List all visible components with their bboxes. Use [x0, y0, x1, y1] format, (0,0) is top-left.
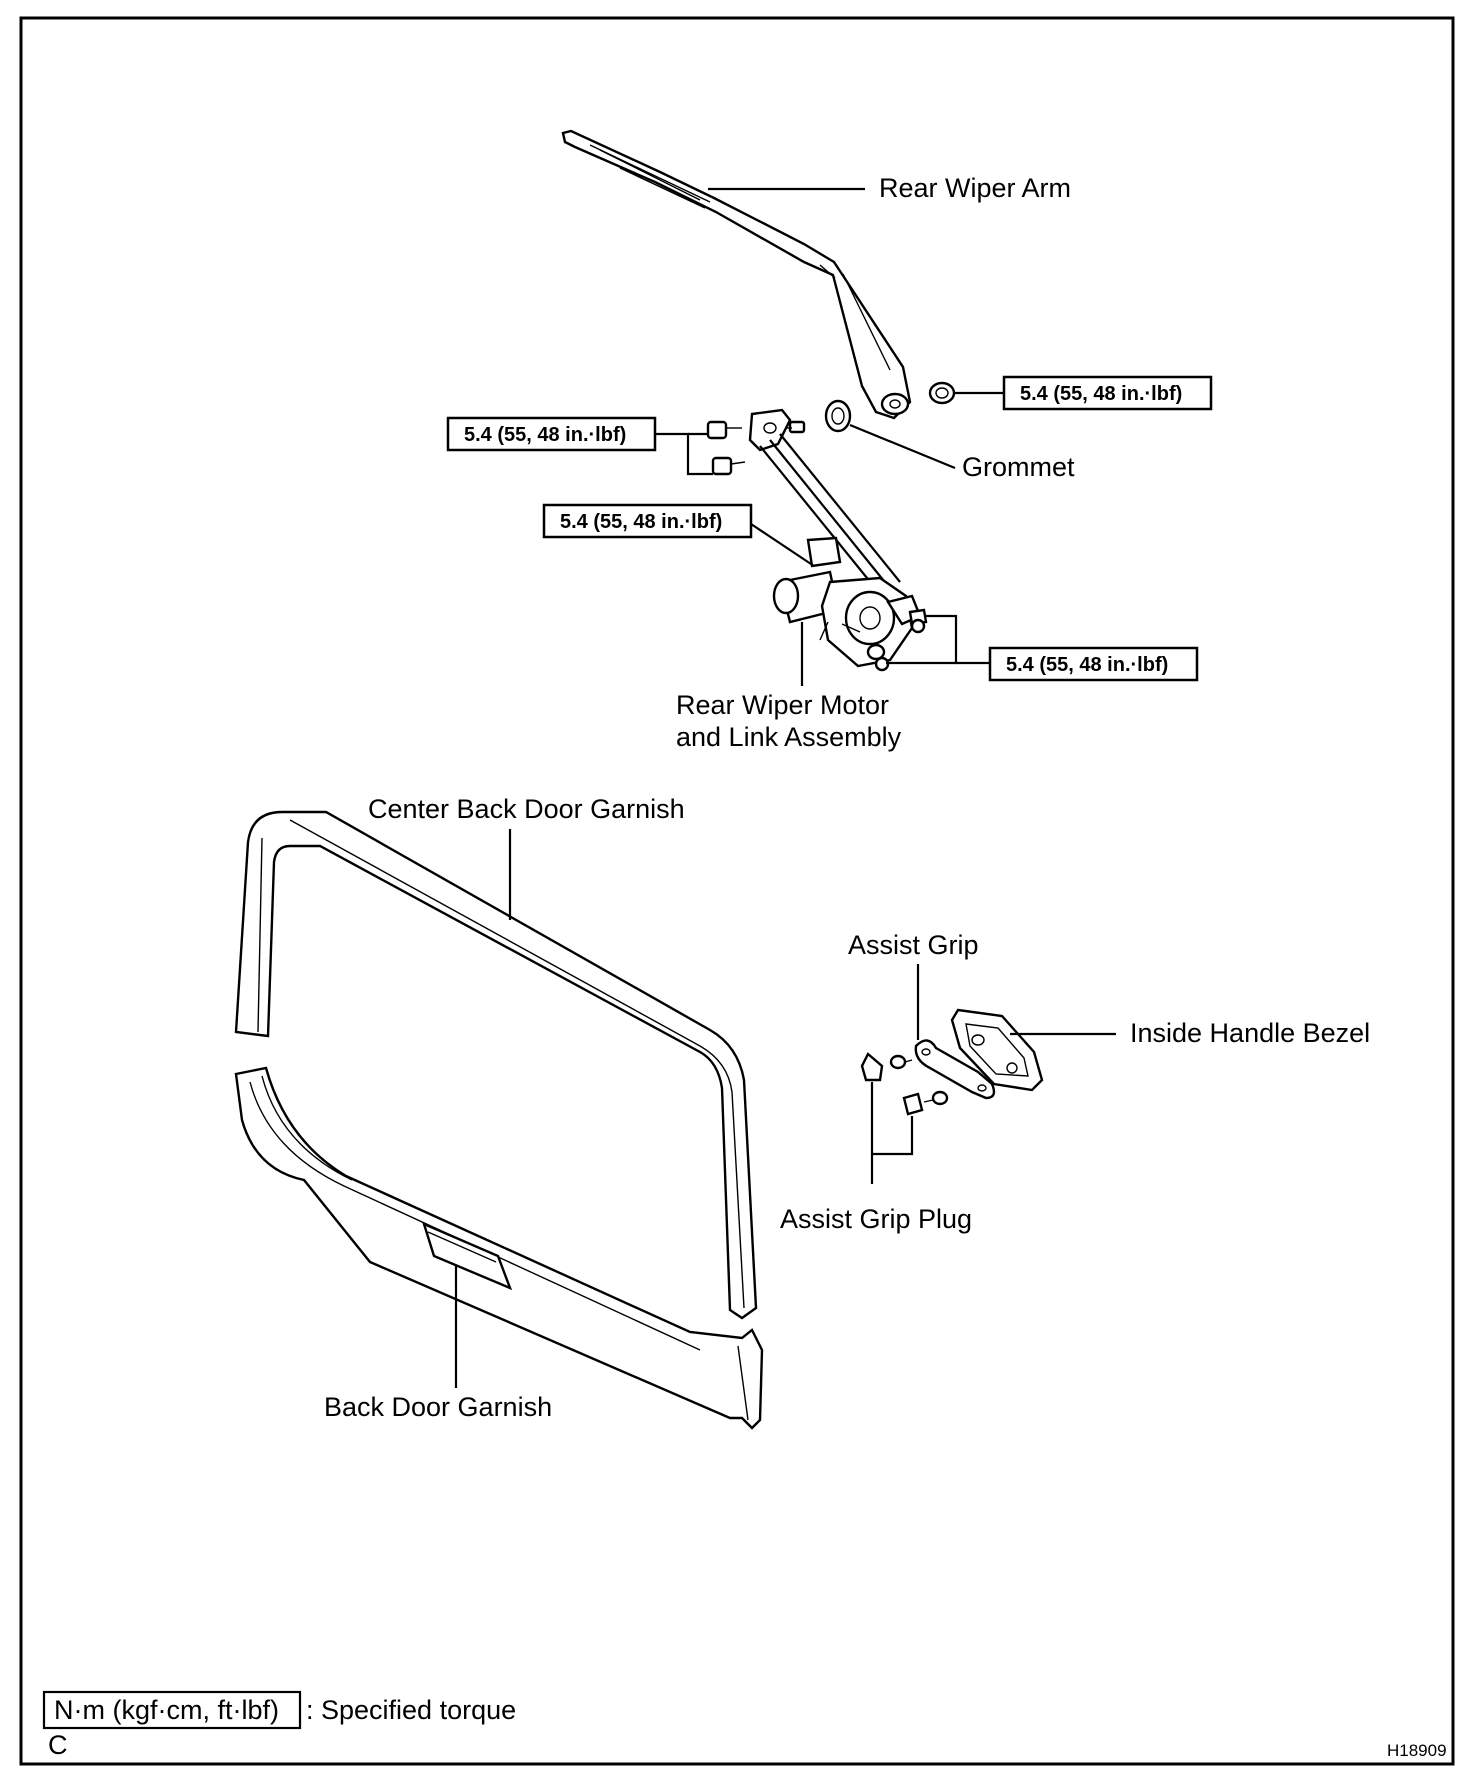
legend-unit-box	[42, 1690, 302, 1730]
torque-box-motor-right	[988, 646, 1199, 682]
legend-description: : Specified torque	[306, 1695, 516, 1725]
center-back-door-garnish-label: Center Back Door Garnish	[368, 794, 685, 824]
arm-nut	[928, 381, 956, 405]
torque-box-arm-nut	[1002, 375, 1213, 411]
motor-label-line1: Rear Wiper Motor	[676, 690, 889, 720]
figure-id: H18909	[1387, 1741, 1447, 1760]
assist-grip-drawing	[914, 1039, 996, 1100]
torque-text-motor-left: 5.4 (55, 48 in.·lbf)	[560, 511, 722, 533]
back-door-garnish-drawing	[234, 1066, 764, 1430]
torque-text-bracket: 5.4 (55, 48 in.·lbf)	[464, 424, 626, 446]
torque-text-motor-right: 5.4 (55, 48 in.·lbf)	[1006, 654, 1168, 676]
torque-text-arm-nut: 5.4 (55, 48 in.·lbf)	[1020, 383, 1182, 405]
corner-letter: C	[48, 1730, 68, 1760]
inside-handle-bezel-drawing	[950, 1008, 1044, 1092]
back-door-garnish-label: Back Door Garnish	[324, 1392, 552, 1422]
grommet-label: Grommet	[962, 452, 1075, 482]
rear-wiper-arm-drawing	[561, 129, 912, 420]
inside-handle-bezel-label: Inside Handle Bezel	[1130, 1018, 1370, 1048]
diagram-frame	[19, 16, 1455, 1766]
assist-grip-plug-label: Assist Grip Plug	[780, 1204, 972, 1234]
wiper-link-drawing	[748, 408, 901, 595]
rear-wiper-arm-label: Rear Wiper Arm	[879, 173, 1071, 203]
motor-label-line2: and Link Assembly	[676, 722, 902, 752]
legend-unit-text: N·m (kgf·cm, ft·lbf)	[54, 1695, 279, 1725]
bracket-bolts	[706, 420, 806, 476]
grommet-drawing	[824, 399, 852, 433]
wiper-motor-drawing	[772, 536, 928, 672]
assist-grip-plug-drawing	[860, 1052, 949, 1116]
assist-grip-label: Assist Grip	[848, 930, 979, 960]
torque-box-motor-left	[542, 503, 753, 539]
center-back-door-garnish-drawing	[234, 810, 758, 1320]
torque-box-bracket	[446, 416, 657, 452]
